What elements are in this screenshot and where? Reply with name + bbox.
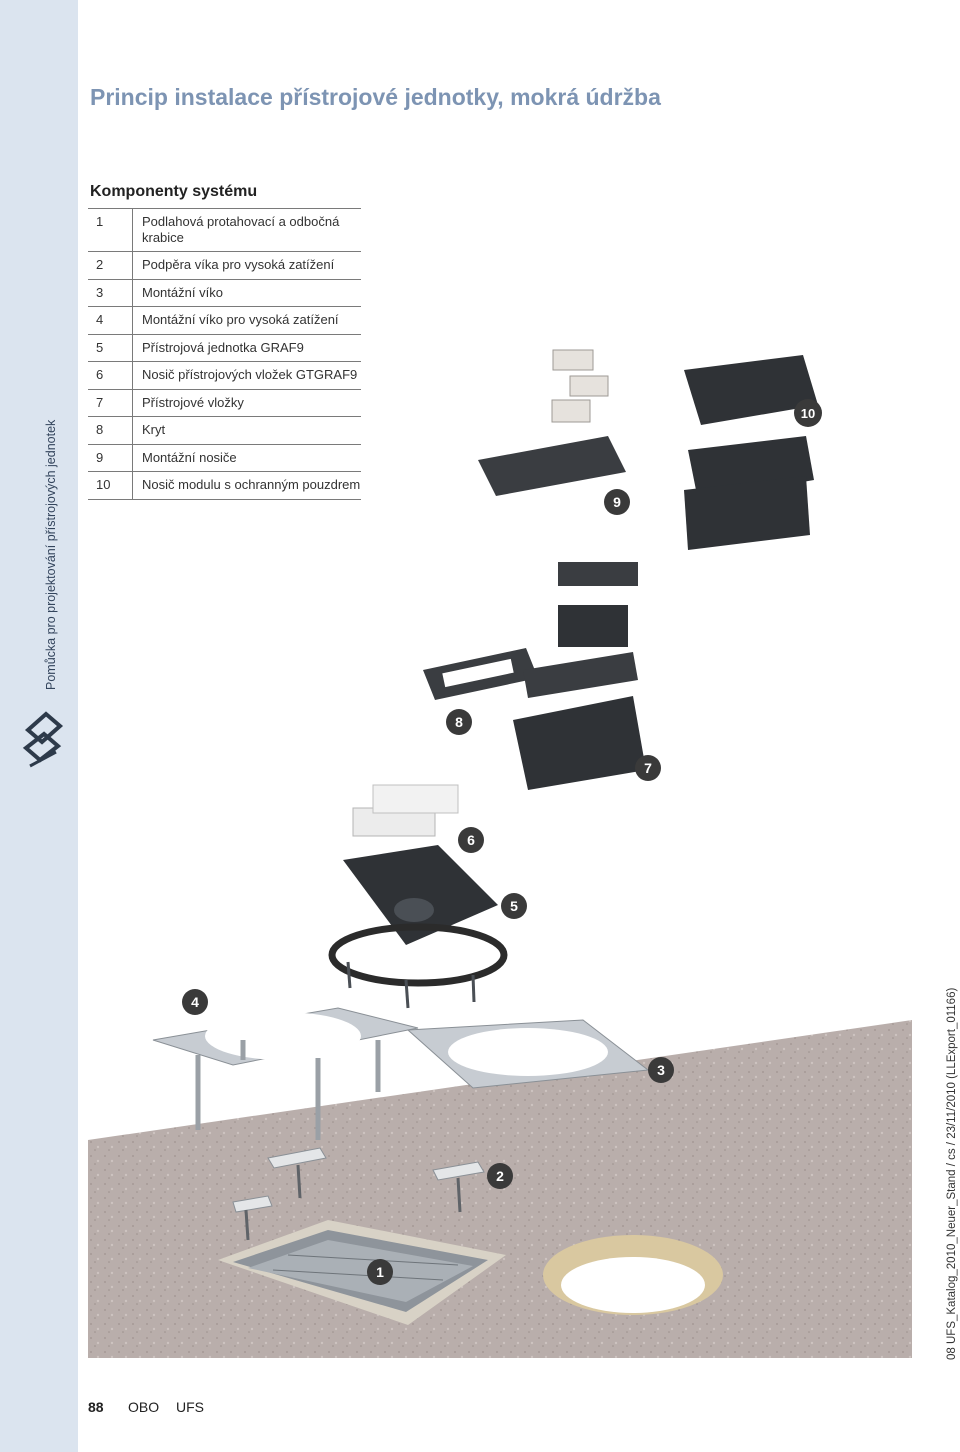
item-description: Přístrojová jednotka GRAF9 (132, 333, 361, 362)
side-section-label: Pomůcka pro projektování přístrojových j… (44, 419, 58, 690)
heavy-duty-cover-4 (152, 1007, 419, 1140)
badge-5: 5 (501, 893, 527, 919)
page-title: Princip instalace přístrojové jednotky, … (90, 84, 661, 110)
item-number: 1 (88, 208, 133, 252)
item-number: 7 (88, 388, 133, 417)
item-description: Montážní víko pro vysoká zatížení (132, 306, 361, 334)
mounting-carriers-9 (478, 349, 638, 586)
badge-10: 10 (794, 399, 822, 427)
product-name: UFS (176, 1399, 204, 1415)
device-unit-5 (328, 845, 508, 1009)
components-heading: Komponenty systému (90, 183, 258, 200)
badge-label-3: 3 (657, 1062, 665, 1078)
item-description: Nosič přístrojových vložek GTGRAF9 (132, 361, 361, 389)
floor-box-1 (218, 1220, 506, 1325)
obo-logo-icon (22, 711, 64, 768)
item-description: Kryt (132, 416, 361, 444)
item-description: Podpěra víka pro vysoká zatížení (132, 251, 361, 279)
badge-1: 1 (367, 1259, 393, 1285)
badge-label-2: 2 (496, 1168, 504, 1184)
badge-6: 6 (458, 827, 484, 853)
badge-label-1: 1 (376, 1264, 384, 1280)
item-number: 8 (88, 416, 133, 444)
module-carrier-10 (684, 355, 818, 550)
cover-support-2 (232, 1147, 485, 1241)
floor-hole (543, 1235, 723, 1315)
item-description: Montážní víko (132, 278, 361, 307)
badge-label-8: 8 (455, 714, 463, 730)
cover-8 (423, 648, 538, 700)
badge-label-5: 5 (510, 898, 518, 914)
badge-label-10: 10 (801, 406, 815, 421)
badge-label-7: 7 (644, 760, 652, 776)
badge-2: 2 (487, 1163, 513, 1189)
item-description: Podlahová protahovací a odbočná krabice (132, 208, 361, 252)
item-number: 10 (88, 471, 133, 500)
device-insert-7 (513, 605, 646, 790)
page-number: 88 (88, 1399, 104, 1415)
brand-name: OBO (128, 1399, 160, 1415)
item-description: Montážní nosiče (132, 443, 361, 472)
badge-8: 8 (446, 709, 472, 735)
badge-label-9: 9 (613, 494, 621, 510)
item-number: 9 (88, 443, 133, 472)
item-number: 5 (88, 333, 133, 362)
item-number: 6 (88, 361, 133, 389)
badge-4: 4 (182, 989, 208, 1015)
badge-label-6: 6 (467, 832, 475, 848)
carrier-6 (352, 784, 459, 837)
item-description: Nosič modulu s ochranným pouzdrem (132, 471, 361, 500)
catalog-caption: 08 UFS_Katalog_2010_Neuer_Stand / cs / 2… (946, 987, 958, 1360)
item-number: 4 (88, 306, 133, 334)
side-band (0, 0, 78, 1452)
badge-7: 7 (635, 755, 661, 781)
page-footer: 88 OBO UFS (88, 1399, 204, 1415)
item-number: 3 (88, 278, 133, 307)
badge-label-4: 4 (191, 994, 199, 1010)
mounting-cover-3 (406, 1019, 650, 1089)
item-number: 2 (88, 251, 133, 279)
item-description: Přístrojové vložky (132, 388, 361, 417)
badge-3: 3 (648, 1057, 674, 1083)
badge-9: 9 (604, 489, 630, 515)
exploded-assembly-illustration: 1 2 3 4 5 6 7 8 9 10 (88, 349, 912, 1358)
